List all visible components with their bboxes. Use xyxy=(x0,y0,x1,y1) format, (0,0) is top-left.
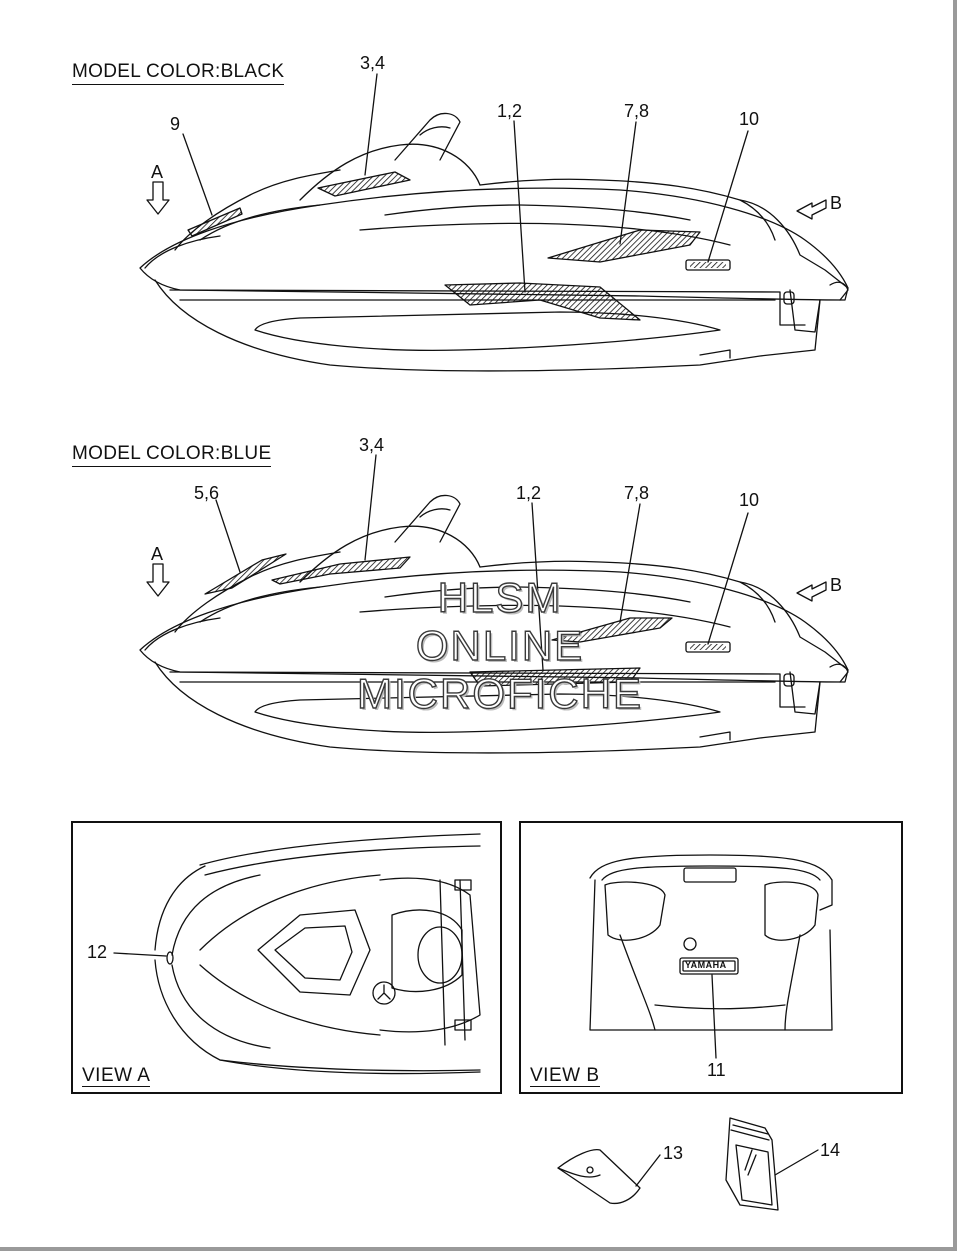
view-b-label: VIEW B xyxy=(530,1065,600,1087)
view-b-arrow-label-blue: B xyxy=(830,575,843,595)
callout-3-4-blue: 3,4 xyxy=(359,435,385,455)
callout-3-4-black: 3,4 xyxy=(360,53,386,73)
callout-7-8-black: 7,8 xyxy=(624,101,650,121)
view-b-arrow-label-black: B xyxy=(830,193,843,213)
callout-10-black: 10 xyxy=(739,109,760,129)
callout-1-2-blue: 1,2 xyxy=(516,483,542,503)
watermark-line-2: ONLINE xyxy=(415,622,585,669)
watermark-line-1: HLSM xyxy=(437,574,563,621)
view-a-drawing xyxy=(113,833,481,1075)
callout-12: 12 xyxy=(87,942,108,962)
view-a-arrow-label-black: A xyxy=(151,162,164,182)
view-b-drawing xyxy=(589,854,833,1059)
view-a-label: VIEW A xyxy=(82,1065,151,1087)
craft-black xyxy=(139,73,849,372)
accessory-14-drawing xyxy=(725,1117,819,1211)
callout-14: 14 xyxy=(820,1140,841,1160)
callout-1-2-black: 1,2 xyxy=(497,101,523,121)
callout-13: 13 xyxy=(663,1143,684,1163)
callout-7-8-blue: 7,8 xyxy=(624,483,650,503)
view-a-panel xyxy=(71,821,502,1094)
craft-blue xyxy=(139,454,849,754)
watermark-line-3: MICROFICHE xyxy=(356,670,643,717)
callout-11: 11 xyxy=(707,1060,726,1080)
callout-5-6-blue: 5,6 xyxy=(194,483,220,503)
accessory-13-drawing xyxy=(557,1149,661,1205)
heading-model-color-black: MODEL COLOR:BLACK xyxy=(72,61,285,85)
heading-model-color-blue: MODEL COLOR:BLUE xyxy=(72,443,272,467)
callout-9-black: 9 xyxy=(170,114,181,134)
callout-10-blue: 10 xyxy=(739,490,760,510)
view-b-panel xyxy=(519,821,903,1094)
view-a-arrow-label-blue: A xyxy=(151,544,164,564)
yamaha-badge-text: YAMAHA xyxy=(685,960,727,970)
